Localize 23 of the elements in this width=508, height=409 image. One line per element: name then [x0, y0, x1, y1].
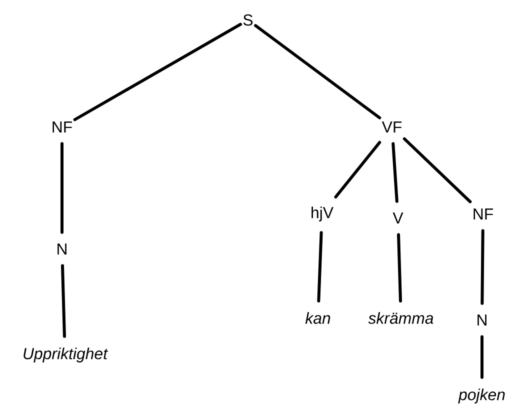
tree-branch — [392, 142, 398, 203]
category-label: NF — [52, 122, 72, 132]
leaf-word: kan — [305, 312, 330, 324]
tree-branch — [60, 142, 64, 234]
category-label: VF — [382, 122, 402, 132]
tree-branch — [60, 264, 66, 338]
category-label: N — [58, 244, 66, 254]
tree-branch — [397, 233, 402, 302]
leaf-word: skrämma — [368, 312, 434, 324]
tree-branch — [402, 137, 472, 204]
leaf-word: pojken — [458, 388, 505, 404]
category-label: hjV — [312, 206, 334, 222]
tree-branch — [480, 229, 484, 305]
category-label: V — [392, 212, 404, 224]
tree-branch — [334, 140, 382, 198]
tree-branch — [254, 24, 382, 120]
tree-branch — [73, 22, 242, 122]
category-label: NF — [474, 208, 493, 220]
leaf-word: Uppriktighet — [24, 348, 108, 362]
category-label: S — [243, 14, 253, 26]
tree-branch — [317, 231, 323, 302]
tree-branch — [480, 335, 484, 379]
category-label: N — [478, 314, 486, 326]
